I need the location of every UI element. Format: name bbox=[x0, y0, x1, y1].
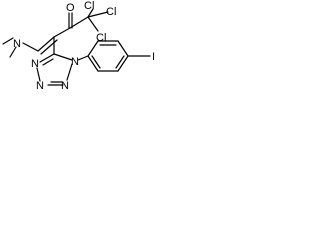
atom-oxygen: O bbox=[66, 2, 75, 14]
atom-cl-top-left: Cl bbox=[84, 0, 94, 12]
bond-ph-1 bbox=[87, 40, 99, 57]
bond-ph-inner-c bbox=[91, 55, 101, 69]
bond-ch-to-c-double-a bbox=[37, 36, 55, 52]
bond-carbonyl-to-ccl3 bbox=[69, 16, 89, 29]
atom-tetrazole-n3: N bbox=[36, 80, 44, 92]
atom-tetrazole-n4: N bbox=[31, 58, 39, 70]
atom-cl-top-right: Cl bbox=[106, 6, 116, 18]
atom-tetrazole-n2: N bbox=[61, 80, 69, 92]
bond-c-cl-top-right bbox=[87, 11, 109, 18]
bond-ph-inner-b bbox=[115, 55, 125, 69]
bond-c-cl-top-left bbox=[87, 8, 94, 18]
bond-c-cl-right bbox=[87, 16, 99, 32]
bond-c5-n1 bbox=[53, 53, 73, 61]
bond-n-to-ch bbox=[22, 42, 39, 52]
bond-n1-to-phenyl bbox=[77, 55, 89, 61]
atom-iodine: I bbox=[152, 51, 155, 63]
bond-n1-n2 bbox=[66, 63, 73, 81]
atom-cl-right: Cl bbox=[96, 32, 106, 44]
atom-amine-nitrogen: N bbox=[13, 38, 21, 50]
atom-tetrazole-n1: N bbox=[71, 56, 79, 68]
bond-ph-4 bbox=[117, 55, 129, 72]
bond-methyl-down bbox=[9, 46, 17, 58]
atom-labels: Cl Cl Cl O N N N N N I bbox=[13, 0, 155, 92]
bond-methyl-left bbox=[2, 37, 14, 45]
bond-c5-n4-inner bbox=[42, 58, 54, 66]
bond-n3-n4 bbox=[36, 67, 41, 82]
bond-n4-c5 bbox=[39, 53, 55, 63]
bond-ph-6 bbox=[87, 55, 99, 72]
bond-c-to-carbonyl bbox=[53, 27, 71, 38]
bond-lines bbox=[2, 8, 151, 86]
chemical-structure-diagram: Cl Cl Cl O N N N N N I bbox=[2, 0, 155, 92]
bond-ph-3 bbox=[117, 40, 129, 57]
